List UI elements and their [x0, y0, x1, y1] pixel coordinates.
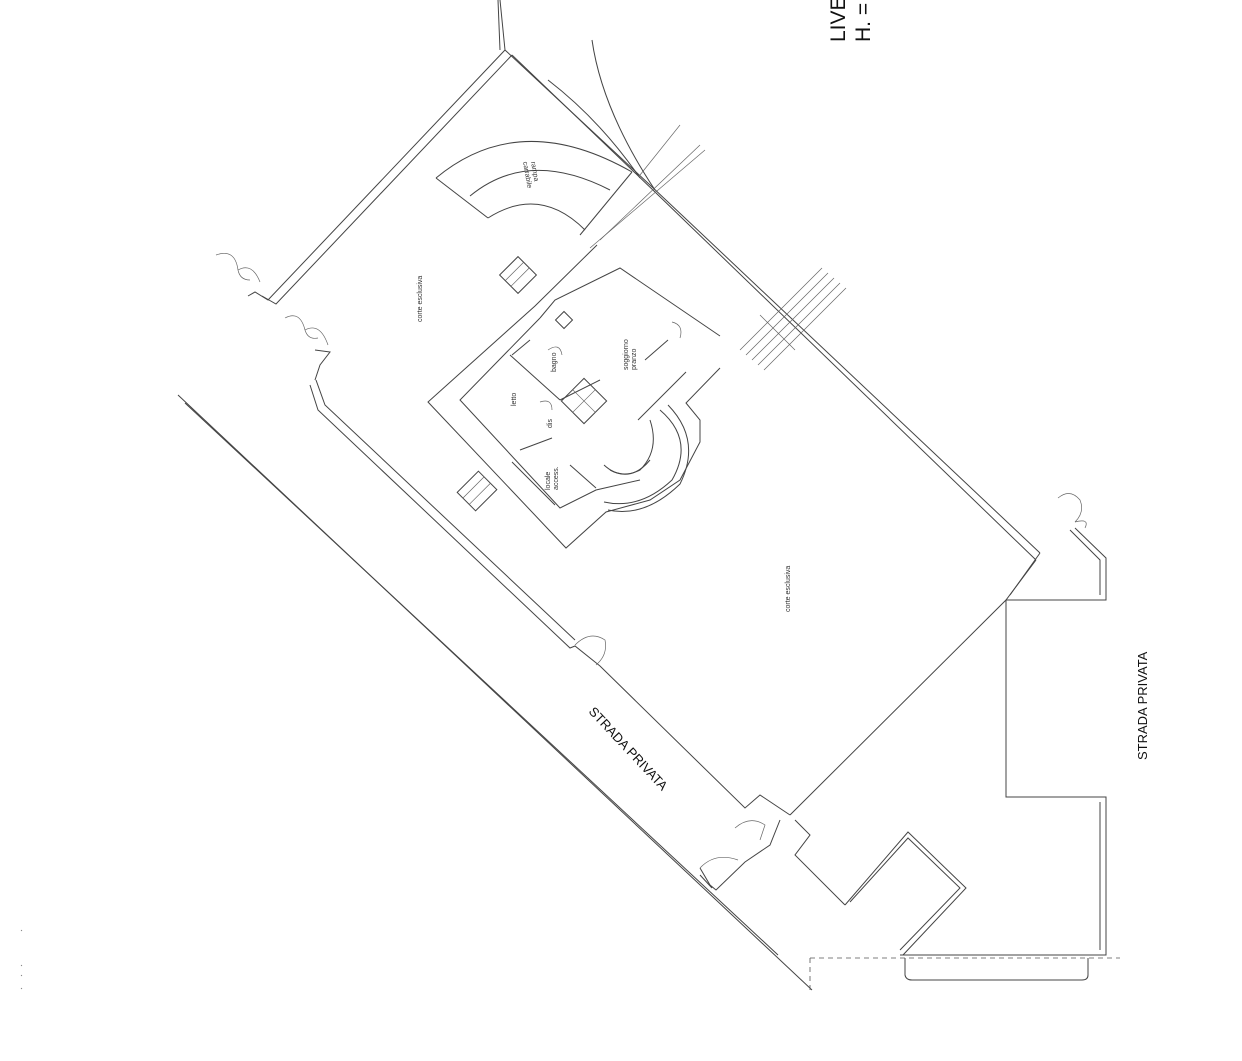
living-label-1: soggiorno [623, 339, 630, 370]
living-label-2: pranzo [631, 348, 638, 370]
title-block: LIVE H. = [827, 0, 875, 42]
gates [215, 252, 1087, 869]
entrance-steps [739, 267, 847, 371]
garden-block [809, 527, 1120, 992]
street-labels: STRADA PRIVATA STRADA PRIVATA [586, 651, 1150, 793]
bedroom-label: letto [511, 393, 518, 406]
bathroom-label: bagno [551, 352, 558, 372]
accessory-label-1: locale [545, 472, 552, 490]
accessory-label-2: access. [553, 466, 560, 490]
driveway-ramp: rampa carrabile [435, 39, 706, 249]
court-label-lower: corte esclusiva [785, 566, 792, 612]
room-labels: corte esclusiva corte esclusiva bagno so… [417, 276, 792, 612]
margin-marks [20, 929, 23, 990]
court-label-upper: corte esclusiva [417, 276, 424, 322]
lot-boundary [247, 0, 1041, 906]
height-label: H. = [852, 3, 875, 42]
street-diagonal-edge [177, 394, 813, 991]
house [427, 244, 721, 549]
ramp-label-1: rampa [529, 161, 539, 182]
ramp-label-2: carrabile [521, 161, 533, 189]
level-title: LIVE [827, 0, 850, 42]
street-label-vertical: STRADA PRIVATA [1135, 651, 1150, 760]
street-label-diagonal: STRADA PRIVATA [586, 704, 671, 794]
hall-label: dis [547, 419, 554, 428]
